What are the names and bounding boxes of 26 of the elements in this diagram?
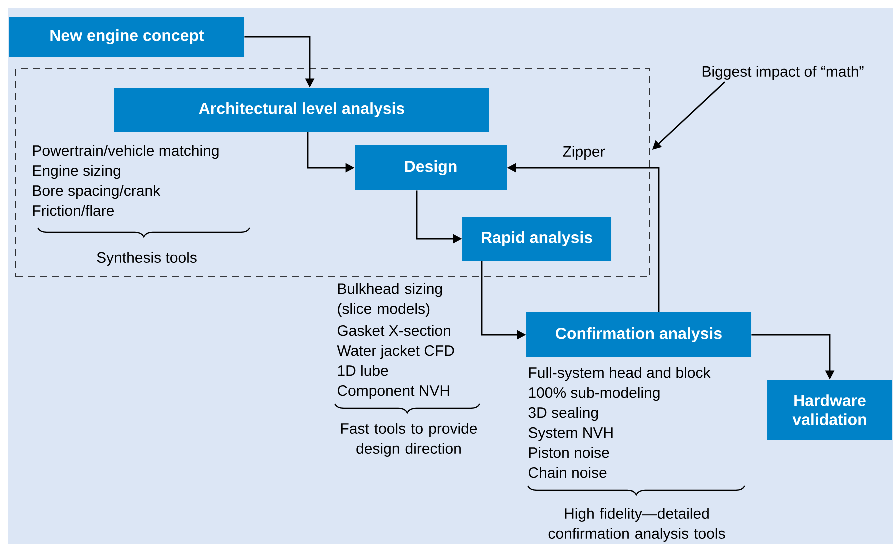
- list-item: Chain noise: [528, 467, 607, 478]
- process-box: Design: [355, 146, 507, 190]
- list-item: 100% sub-modeling: [529, 387, 660, 402]
- process-box: Architectural level analysis: [114, 88, 490, 132]
- list-item: Component NVH: [338, 386, 450, 400]
- dashed-group-box: [16, 68, 650, 278]
- list-item: Bulkhead sizing (slice models): [338, 283, 442, 318]
- list-item: Bore spacing/crank: [33, 185, 161, 200]
- list-item: Powertrain/vehicle matching: [33, 145, 219, 160]
- process-box: Rapid analysis: [462, 217, 612, 261]
- brace-caption: Synthesis tools: [97, 252, 197, 266]
- edge-label: Zipper: [562, 145, 606, 161]
- list-item: 3D sealing: [528, 407, 598, 422]
- process-box: Hardware validation: [768, 380, 892, 440]
- list-item: Piston noise: [529, 447, 610, 458]
- list-item: Water jacket CFD: [337, 345, 454, 360]
- list-item: Friction/flare: [33, 205, 114, 216]
- annotation-text: Biggest impact of “math”: [702, 66, 864, 80]
- brace-caption: High fidelity—detailed confirmation analysis tools: [548, 508, 726, 542]
- list-item: Gasket X-section: [338, 325, 450, 336]
- process-box: New engine concept: [10, 17, 244, 57]
- process-box: Confirmation analysis: [526, 312, 752, 358]
- list-item: 1D lube: [338, 365, 388, 376]
- brace-caption: Fast tools to provide design direction: [341, 423, 478, 457]
- list-item: System NVH: [528, 428, 613, 442]
- list-item: Engine sizing: [33, 165, 120, 180]
